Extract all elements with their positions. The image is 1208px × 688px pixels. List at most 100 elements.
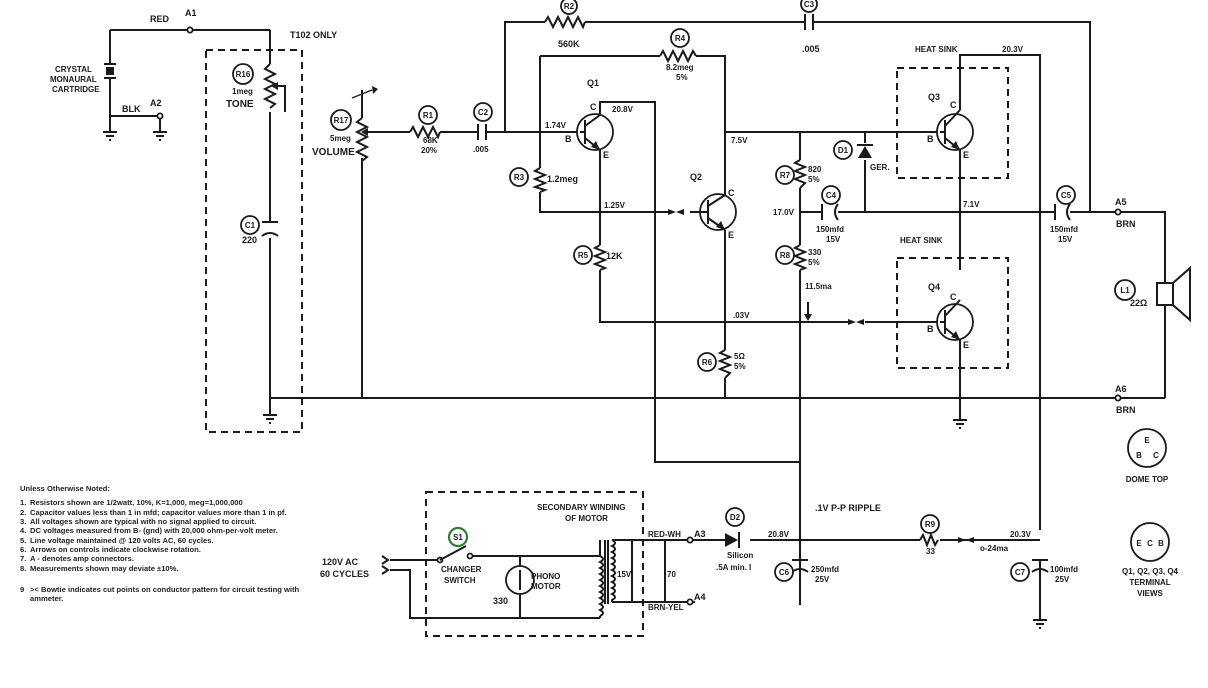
component-badge: R1 xyxy=(418,105,438,125)
transistor-q3 xyxy=(936,109,974,151)
component-badge: R16 xyxy=(232,63,254,85)
q2-emitter: E xyxy=(728,230,734,240)
svg-text:D1: D1 xyxy=(838,146,849,155)
terminal-c: C xyxy=(1147,539,1153,548)
svg-text:R17: R17 xyxy=(334,116,349,125)
q2-collector: C xyxy=(728,188,735,198)
d2-rating: .5A min. I xyxy=(716,563,751,572)
q3-heat-sink-outline xyxy=(896,67,1009,179)
wire-label-brn: BRN xyxy=(1116,405,1136,415)
note-item: 2.Capacitor values less than 1 in mfd; c… xyxy=(20,507,287,517)
q3-emitter: E xyxy=(963,150,969,160)
transistor-q2 xyxy=(699,193,737,231)
d2-type: Silicon xyxy=(727,551,753,560)
q1-label: Q1 xyxy=(587,78,599,88)
switch-label: CHANGER xyxy=(441,565,482,574)
component-badge: R4 xyxy=(670,28,690,48)
note-item: 4.DC voltages measured from B- (gnd) wit… xyxy=(20,526,278,536)
transistor-q1 xyxy=(576,113,614,151)
q3-collector: C xyxy=(950,100,957,110)
voltage-output: 7.1V xyxy=(963,200,980,209)
capacitor-c4 xyxy=(821,203,839,221)
capacitor-c2 xyxy=(477,124,487,140)
capacitor-c5 xyxy=(1054,203,1071,221)
connector-label-a5: A5 xyxy=(1115,197,1127,207)
component-badge: C1 xyxy=(240,215,260,235)
component-badge: R5 xyxy=(573,245,593,265)
connector-dot xyxy=(1114,208,1122,216)
r4-value: 8.2meg xyxy=(666,63,694,72)
cut-point-bowtie xyxy=(958,537,974,543)
component-badge: C3 xyxy=(800,0,818,13)
terminal-views-caption: TERMINAL xyxy=(1129,578,1170,587)
r2-value: 560K xyxy=(558,39,580,49)
cartridge-label: MONAURAL xyxy=(50,75,97,84)
ac-input xyxy=(381,555,390,575)
resistor-r2 xyxy=(544,14,586,30)
note-item: 3.All voltages shown are typical with no… xyxy=(20,516,257,526)
component-badge: R2 xyxy=(560,0,578,15)
svg-text:R1: R1 xyxy=(423,111,434,120)
svg-text:C4: C4 xyxy=(826,191,837,200)
r6-value: 5Ω xyxy=(734,352,745,361)
wiring xyxy=(109,21,1166,620)
svg-text:C5: C5 xyxy=(1061,191,1072,200)
connector-label-a6: A6 xyxy=(1115,384,1127,394)
c6-value: 250mfd xyxy=(811,565,839,574)
tone-value: 1meg xyxy=(232,87,253,96)
motor-module-outline xyxy=(425,491,644,637)
current-bias: 11.5ma xyxy=(805,282,832,291)
r7-tolerance: 5% xyxy=(808,175,820,184)
svg-text:R9: R9 xyxy=(925,520,936,529)
component-badge: C6 xyxy=(774,562,794,582)
voltage-q2-collector: 7.5V xyxy=(731,136,748,145)
connector-label-a2: A2 xyxy=(150,98,162,108)
r4-tolerance: 5% xyxy=(676,73,688,82)
resistor-r1 xyxy=(409,124,441,140)
capacitor-c7 xyxy=(1031,559,1049,573)
notes-heading: Unless Otherwise Noted: xyxy=(20,484,110,493)
c3-value: .005 xyxy=(802,44,820,54)
switch-label: SWITCH xyxy=(444,576,476,585)
cartridge-label: CARTRIDGE xyxy=(52,85,100,94)
component-badge: C4 xyxy=(821,185,841,205)
connector-label-a3: A3 xyxy=(694,529,706,539)
speaker-l1 xyxy=(1156,265,1191,323)
volume-value: 5meg xyxy=(330,134,351,143)
tone-module-note: T102 ONLY xyxy=(290,30,337,40)
q3-label: Q3 xyxy=(928,92,940,102)
note-item: 7.A - denotes amp connectors. xyxy=(20,554,134,564)
ripple-label: .1V P-P RIPPLE xyxy=(815,503,881,513)
terminal-views-caption: VIEWS xyxy=(1137,589,1163,598)
winding-voltage: 15V xyxy=(617,570,632,579)
svg-text:L1: L1 xyxy=(1120,286,1130,295)
speaker-impedance: 22Ω xyxy=(1130,298,1147,308)
svg-text:C6: C6 xyxy=(779,568,790,577)
component-badge: R9 xyxy=(920,514,940,534)
motor-label: PHONO xyxy=(531,572,560,581)
resistor-r8 xyxy=(792,244,808,271)
terminal-b: B xyxy=(1158,539,1164,548)
resistor-r3 xyxy=(531,167,549,193)
tone-label: TONE xyxy=(226,99,254,110)
r1-tolerance: 20% xyxy=(421,146,437,155)
ground-symbol xyxy=(263,414,277,424)
connector-label-a4: A4 xyxy=(694,592,706,602)
component-badge: R6 xyxy=(697,352,717,372)
svg-text:C3: C3 xyxy=(804,0,815,9)
winding-70: 70 xyxy=(667,570,676,579)
changer-switch xyxy=(436,545,474,564)
supply-current: o-24ma xyxy=(980,544,1009,553)
terminal-views-caption: Q1, Q2, Q3, Q4 xyxy=(1122,567,1179,576)
svg-text:R8: R8 xyxy=(780,251,791,260)
note-item: 1.Resistors shown are 1/2watt, 10%, K=1,… xyxy=(20,498,243,508)
r8-tolerance: 5% xyxy=(808,258,820,267)
r8-value: 330 xyxy=(808,248,822,257)
d1-type: GER. xyxy=(870,163,890,172)
ground-symbol xyxy=(1033,619,1047,629)
c4-voltage: 15V xyxy=(826,235,841,244)
q1-base: B xyxy=(565,134,572,144)
diode-d1 xyxy=(857,144,873,158)
